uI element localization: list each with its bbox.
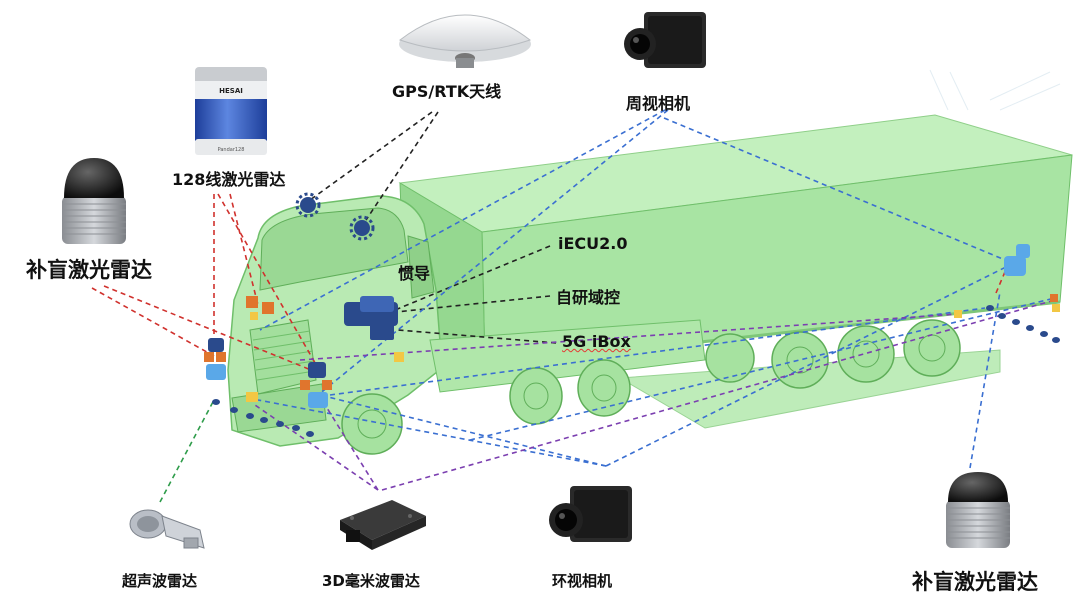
label-domain-controller: 自研域控	[556, 288, 621, 307]
gps-antenna-marker-2	[349, 215, 375, 241]
ibox-marker	[370, 324, 394, 340]
iecu-marker	[360, 296, 394, 312]
trailer-wheel-2	[837, 325, 895, 383]
label-around-view-camera: 环视相机	[552, 572, 613, 590]
label-ultrasonic-radar: 超声波雷达	[122, 572, 198, 590]
blind-lidar-left-image	[62, 158, 126, 244]
label-ibox-5g: 5G iBox	[562, 332, 631, 351]
label-mmwave-radar: 3D毫米波雷达	[322, 572, 420, 590]
surround-camera-image	[624, 12, 706, 68]
right-front-lidar-marker	[308, 362, 326, 378]
connector-lines	[91, 109, 1056, 503]
ultrasonic-dots	[212, 305, 1060, 437]
truck-illustration	[227, 114, 1073, 455]
left-blind-lidar-marker	[208, 338, 224, 352]
cab-grille	[249, 319, 317, 395]
drive-wheel-2	[577, 359, 631, 417]
gps-antenna-marker-1	[295, 192, 321, 218]
trailer-wheel-1	[771, 331, 829, 389]
decorative-lines	[929, 69, 1061, 111]
label-blind-lidar-right: 补盲激光雷达	[912, 570, 1038, 594]
label-inertial-nav: 惯导	[398, 264, 431, 283]
lidar-128-image: HESAI Pandar128	[195, 67, 267, 155]
wheels	[341, 319, 961, 455]
label-surround-camera: 周视相机	[626, 94, 691, 113]
rear-blind-lidar-marker	[1004, 244, 1030, 276]
trailer-wheel-3	[903, 319, 961, 377]
mmwave-radar-image	[340, 500, 426, 550]
around-view-camera-image	[549, 486, 632, 542]
front-wheel	[341, 393, 403, 455]
label-gps-rtk: GPS/RTK天线	[392, 82, 502, 101]
sensor-markers	[204, 192, 1060, 437]
label-blind-lidar-left: 补盲激光雷达	[26, 258, 152, 282]
grille-slats	[252, 330, 316, 381]
label-lidar-128: 128线激光雷达	[172, 170, 286, 189]
drive-wheel-1	[509, 367, 563, 425]
roof-lidar-marker-1	[246, 296, 258, 308]
label-iecu: iECU2.0	[558, 234, 628, 253]
roof-lidar-marker-2	[262, 302, 274, 314]
lidar-model-text: Pandar128	[218, 147, 245, 153]
lidar-brand-text: HESAI	[219, 87, 243, 95]
ultrasonic-radar-image	[129, 509, 205, 549]
windshield	[259, 207, 409, 291]
yellow-sensor-1	[250, 312, 258, 320]
blind-lidar-right-image	[946, 472, 1010, 548]
trailer-wheel-4	[705, 333, 755, 383]
cab-side-window	[407, 235, 435, 299]
gps-antenna-image	[398, 14, 532, 68]
